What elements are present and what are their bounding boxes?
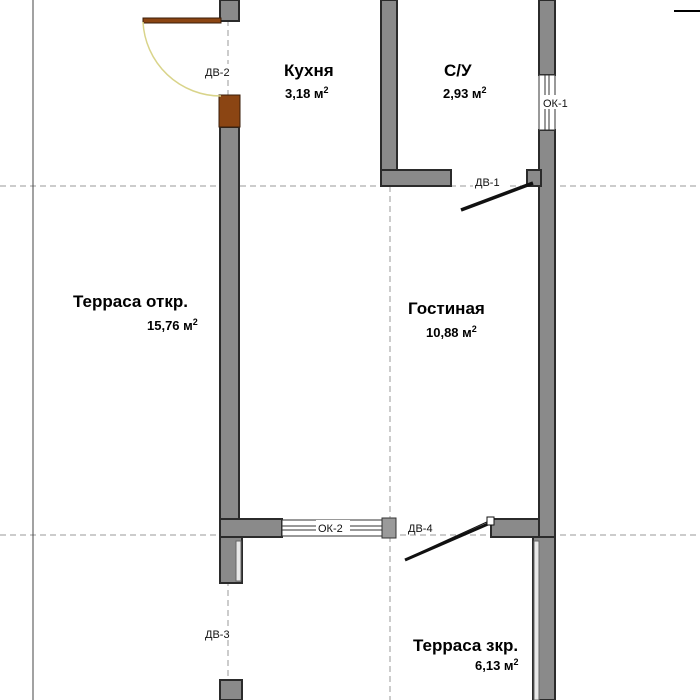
wall-left-main <box>219 126 240 538</box>
wall-bathroom-left <box>380 0 398 187</box>
door-dv2-leaf <box>142 17 222 24</box>
wall-bathroom-bottom <box>380 169 452 187</box>
door-dv1-leaf <box>460 181 534 212</box>
room-area-bathroom-sup: 2 <box>482 85 487 95</box>
door-dv4 <box>404 516 495 562</box>
room-area-bathroom: 2,93 м2 <box>443 85 487 101</box>
tag-bg-dv1 <box>473 174 507 188</box>
room-name-bathroom: С/У <box>444 61 472 80</box>
wall-right-lower <box>538 129 556 538</box>
room-area-terrace-open: 15,76 м2 <box>147 317 198 333</box>
room-area-terrace-open-sup: 2 <box>193 317 198 327</box>
door-dv4-leaf-a <box>404 522 489 562</box>
tag-dv4: ДВ-4 <box>408 523 433 535</box>
wall-left-top <box>219 0 240 22</box>
wall-right-upper <box>538 0 556 76</box>
room-name-living: Гостиная <box>408 299 485 318</box>
room-area-living-sup: 2 <box>472 324 477 334</box>
tag-bg-dv2 <box>203 64 237 78</box>
tag-backgrounds <box>203 64 575 640</box>
room-area-bathroom-value: 2,93 м <box>443 86 482 101</box>
wall-terrace-closed-left-bottom <box>219 679 243 700</box>
room-area-kitchen-sup: 2 <box>324 85 329 95</box>
room-area-terrace-closed-sup: 2 <box>514 657 519 667</box>
wall-inner-strips <box>235 540 540 700</box>
room-area-kitchen-value: 3,18 м <box>285 86 324 101</box>
tag-ok1: ОК-1 <box>543 98 568 110</box>
room-area-living: 10,88 м2 <box>426 324 477 340</box>
door-dv2-swing-arc <box>142 21 222 97</box>
tag-dv2: ДВ-2 <box>205 67 230 79</box>
room-name-terrace-open: Терраса откр. <box>73 292 188 311</box>
wall-bottom-left <box>219 518 283 538</box>
wall-stub-dv1 <box>526 169 542 187</box>
walls <box>219 0 556 700</box>
room-area-living-value: 10,88 м <box>426 325 472 340</box>
room-area-terrace-open-value: 15,76 м <box>147 318 193 333</box>
room-area-terrace-closed: 6,13 м2 <box>475 657 519 673</box>
room-name-terrace-closed: Терраса зкр. <box>413 636 518 655</box>
strip-terrace-left <box>235 540 242 582</box>
tag-bg-dv3 <box>203 626 237 640</box>
window-ok2-mullion <box>381 517 397 539</box>
room-name-kitchen: Кухня <box>284 61 334 80</box>
tag-dv1: ДВ-1 <box>475 177 500 189</box>
tag-dv3: ДВ-3 <box>205 629 230 641</box>
tag-bg-ok2 <box>316 520 350 534</box>
door-dv2-jamb <box>218 94 241 128</box>
door-dv2 <box>142 17 241 128</box>
room-area-kitchen: 3,18 м2 <box>285 85 329 101</box>
tag-ok2: ОК-2 <box>318 523 343 535</box>
door-dv4-hinge <box>486 516 495 526</box>
strip-terrace-right <box>533 540 540 700</box>
tag-bg-ok1 <box>541 95 575 109</box>
door-dv4-leaf-b <box>409 520 490 558</box>
room-area-terrace-closed-value: 6,13 м <box>475 658 514 673</box>
